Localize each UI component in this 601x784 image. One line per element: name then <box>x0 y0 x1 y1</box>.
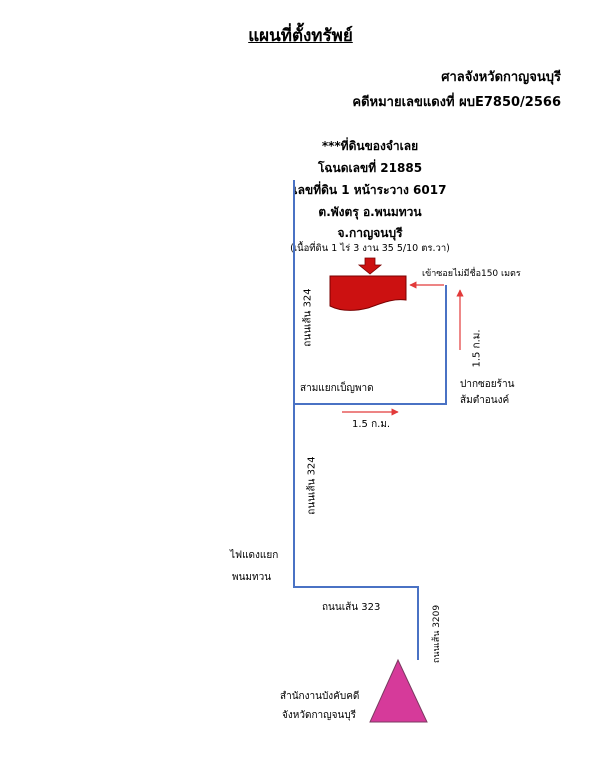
office-line1: สำนักงานบังคับคดี <box>280 691 360 702</box>
soi-mouth-line2: ส้มตำอนงค์ <box>460 395 510 406</box>
distance-right-label: 1.5 ก.ม. <box>471 329 483 368</box>
distance-bottom-label: 1.5 ก.ม. <box>352 419 391 430</box>
road-324-mid-label: ถนนเส้น 324 <box>306 456 318 515</box>
property-pointer-arrow <box>357 257 383 275</box>
case-number: คดีหมายเลขแดงที่ ผบE7850/2566 <box>352 95 561 110</box>
soi-mouth-line1: ปากซอยร้าน <box>460 379 515 390</box>
property-location: ต.พังตรุ อ.พนมทวน <box>318 205 422 219</box>
page-title: แผนที่ตั้งทรัพย์ <box>248 26 353 46</box>
property-owner: ***ที่ดินของจำเลย <box>321 139 419 153</box>
property-parcel <box>329 275 407 311</box>
office-line2: จังหวัดกาญจนบุรี <box>282 710 357 721</box>
land-number: เลขที่ดิน 1 หน้าระวาง 6017 <box>293 183 447 197</box>
property-area: (เนื้อที่ดิน 1 ไร่ 3 งาน 35 5/10 ตร.วา) <box>290 243 450 254</box>
property-province: จ.กาญจนบุรี <box>337 226 403 240</box>
soi-entry-label: เข้าซอยไม่มีชื่อ150 เมตร <box>422 269 521 279</box>
road-324-top-label: ถนนเส้น 324 <box>302 288 314 347</box>
office-marker <box>369 658 428 723</box>
deed-number: โฉนดเลขที่ 21885 <box>317 161 423 175</box>
junction-label: สามแยกเบ็ญพาด <box>300 383 374 394</box>
road-3209-label: ถนนเส้น 3209 <box>432 604 442 664</box>
road-324-lower <box>293 404 419 660</box>
court-name: ศาลจังหวัดกาญจนบุรี <box>441 70 561 85</box>
traffic-light-line1: ไฟแดงแยก <box>230 550 279 561</box>
road-324-upper <box>293 180 447 405</box>
road-323-label: ถนนเส้น 323 <box>322 602 381 613</box>
traffic-light-line2: พนมทวน <box>232 572 272 583</box>
